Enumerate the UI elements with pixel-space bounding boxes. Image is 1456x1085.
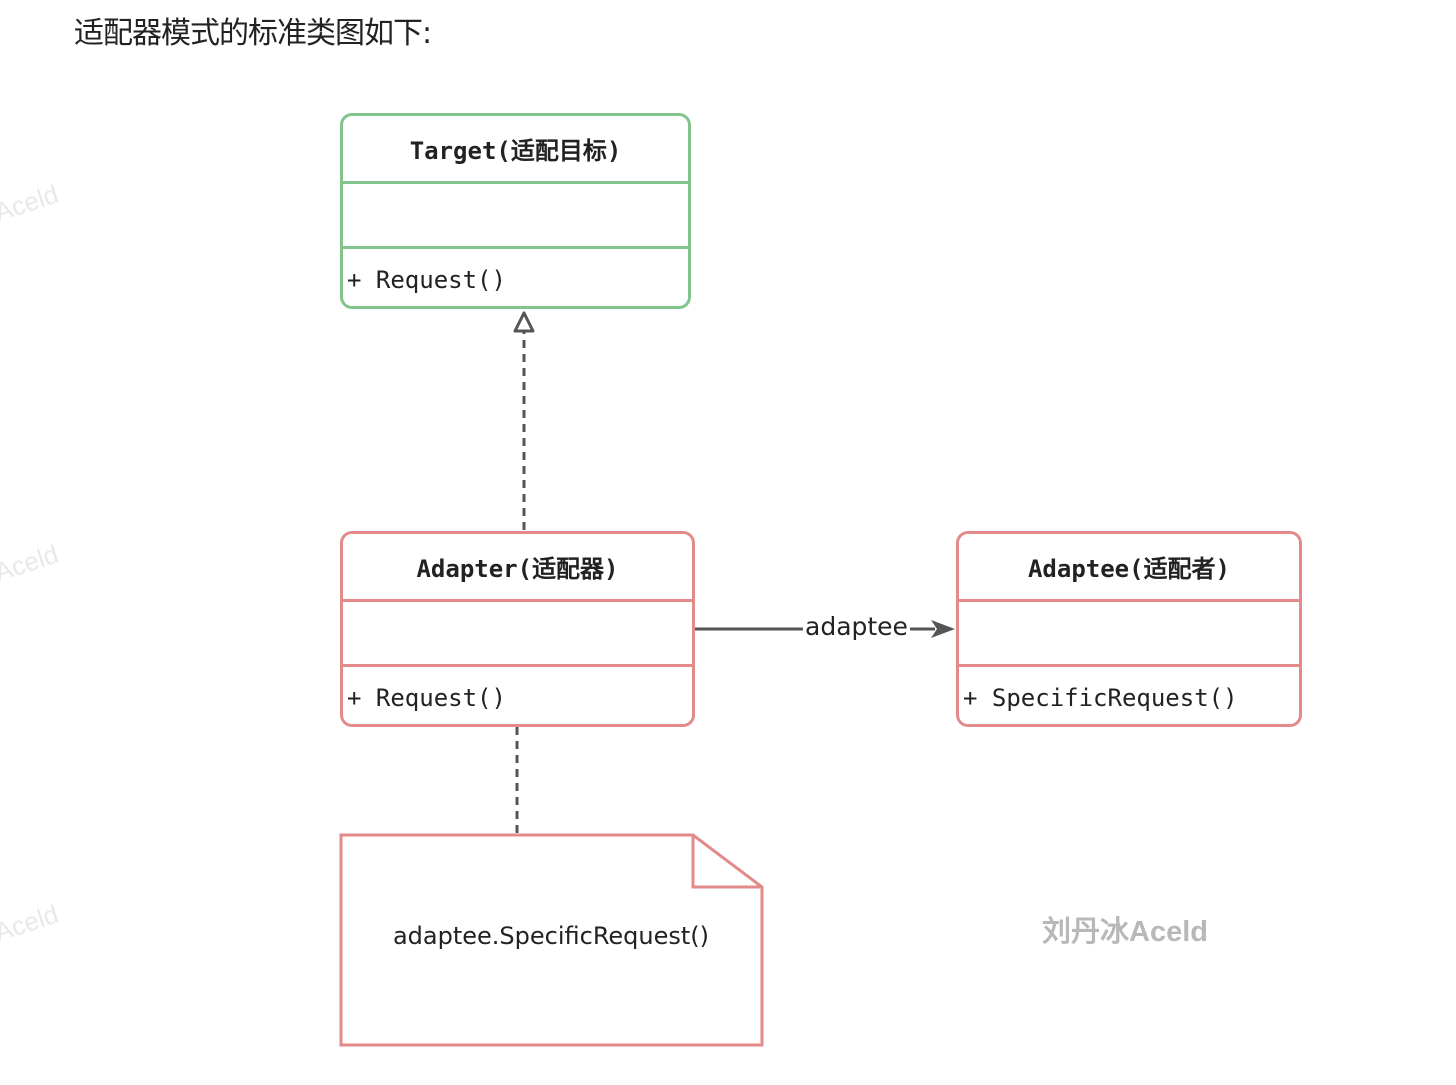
target-method: + Request() (343, 246, 688, 306)
note-shape (339, 833, 764, 1047)
realization-arrowhead (513, 311, 535, 333)
adapter-class-box[interactable]: Adapter(适配器) + Request() (340, 531, 695, 727)
target-class-box[interactable]: Target(适配目标) + Request() (340, 113, 691, 309)
adaptee-attributes (959, 599, 1299, 664)
adaptee-class-name: Adaptee(适配者) (1027, 555, 1231, 583)
note-fold (691, 835, 762, 889)
association-arrowhead (931, 620, 955, 638)
note-text: adaptee.SpecificRequest() (392, 922, 710, 950)
watermark-main: 刘丹冰Aceld (1042, 916, 1208, 948)
adapter-class-name: Adapter(适配器) (416, 555, 619, 583)
adapter-method: + Request() (343, 664, 692, 724)
adapter-attributes (343, 599, 692, 664)
adaptee-method: + SpecificRequest() (959, 664, 1299, 724)
intro-text: 适配器模式的标准类图如下: (74, 16, 432, 51)
target-attributes (343, 181, 688, 246)
association-label: adaptee (803, 612, 910, 641)
target-class-name: Target(适配目标) (409, 137, 622, 165)
adaptee-class-box[interactable]: Adaptee(适配者) + SpecificRequest() (956, 531, 1302, 727)
